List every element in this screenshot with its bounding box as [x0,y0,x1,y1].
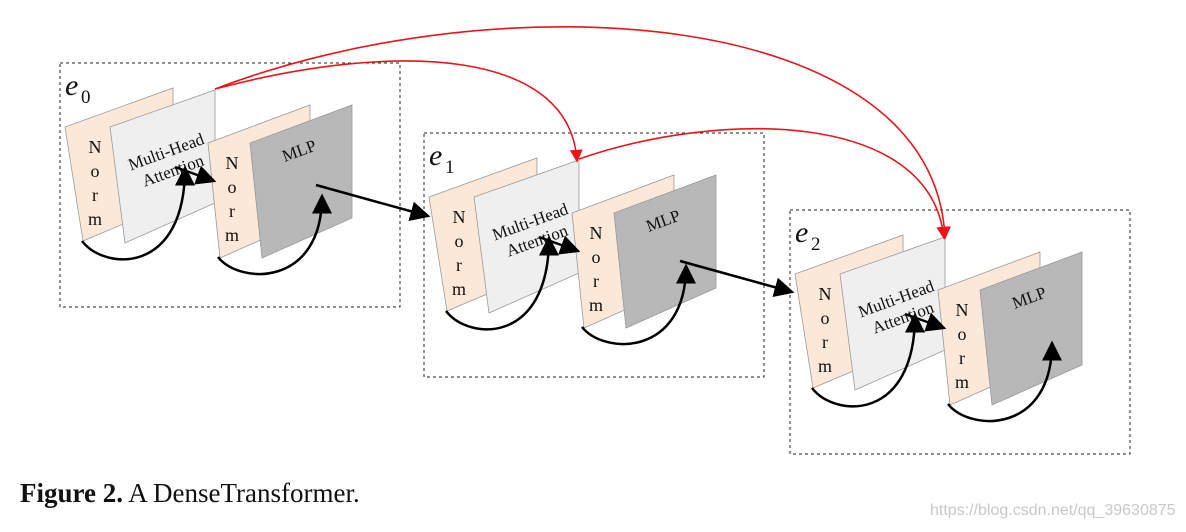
attention-to-norm-arrow-e2 [904,312,947,332]
dense-arrow-e0-to-e2 [214,26,951,240]
mlp-panel-e1 [613,174,717,329]
block-label-e0: e [65,69,78,102]
block-label-e2: e [795,216,808,249]
block-label-e1: e [429,139,442,172]
mlp-panel-e2 [979,251,1083,406]
residual-arrow-attention-e1 [445,235,559,331]
attention-to-norm-arrow-e0 [174,165,217,185]
block-subscript-e1: 1 [445,157,455,178]
block-border-e1 [423,132,765,378]
residual-arrow-attention-e2 [811,312,925,408]
block-subscript-e2: 2 [811,234,821,255]
dense-arrow-e0-to-e1 [214,60,583,163]
residual-arrow-mlp-e0 [217,193,332,276]
attention-to-norm-arrow-e1 [538,235,581,255]
caption-text: A DenseTransformer. [128,478,360,508]
residual-arrow-mlp-e2 [947,340,1062,423]
mlp-panel-e0 [249,104,353,259]
caption-label: Figure 2. [20,478,123,508]
figure-caption: Figure 2. A DenseTransformer. [20,478,360,509]
block-border-e2 [789,209,1131,455]
block-border-e0 [59,62,401,308]
block-subscript-e0: 0 [81,87,91,108]
dense-arrow-e1-to-e2 [578,127,950,240]
arrow-e1-to-e2 [679,259,795,297]
watermark-url: https://blog.csdn.net/qq_39630875 [930,502,1176,519]
residual-arrow-mlp-e1 [581,263,696,346]
residual-arrow-attention-e0 [81,165,195,261]
arrow-e0-to-e1 [315,183,431,221]
